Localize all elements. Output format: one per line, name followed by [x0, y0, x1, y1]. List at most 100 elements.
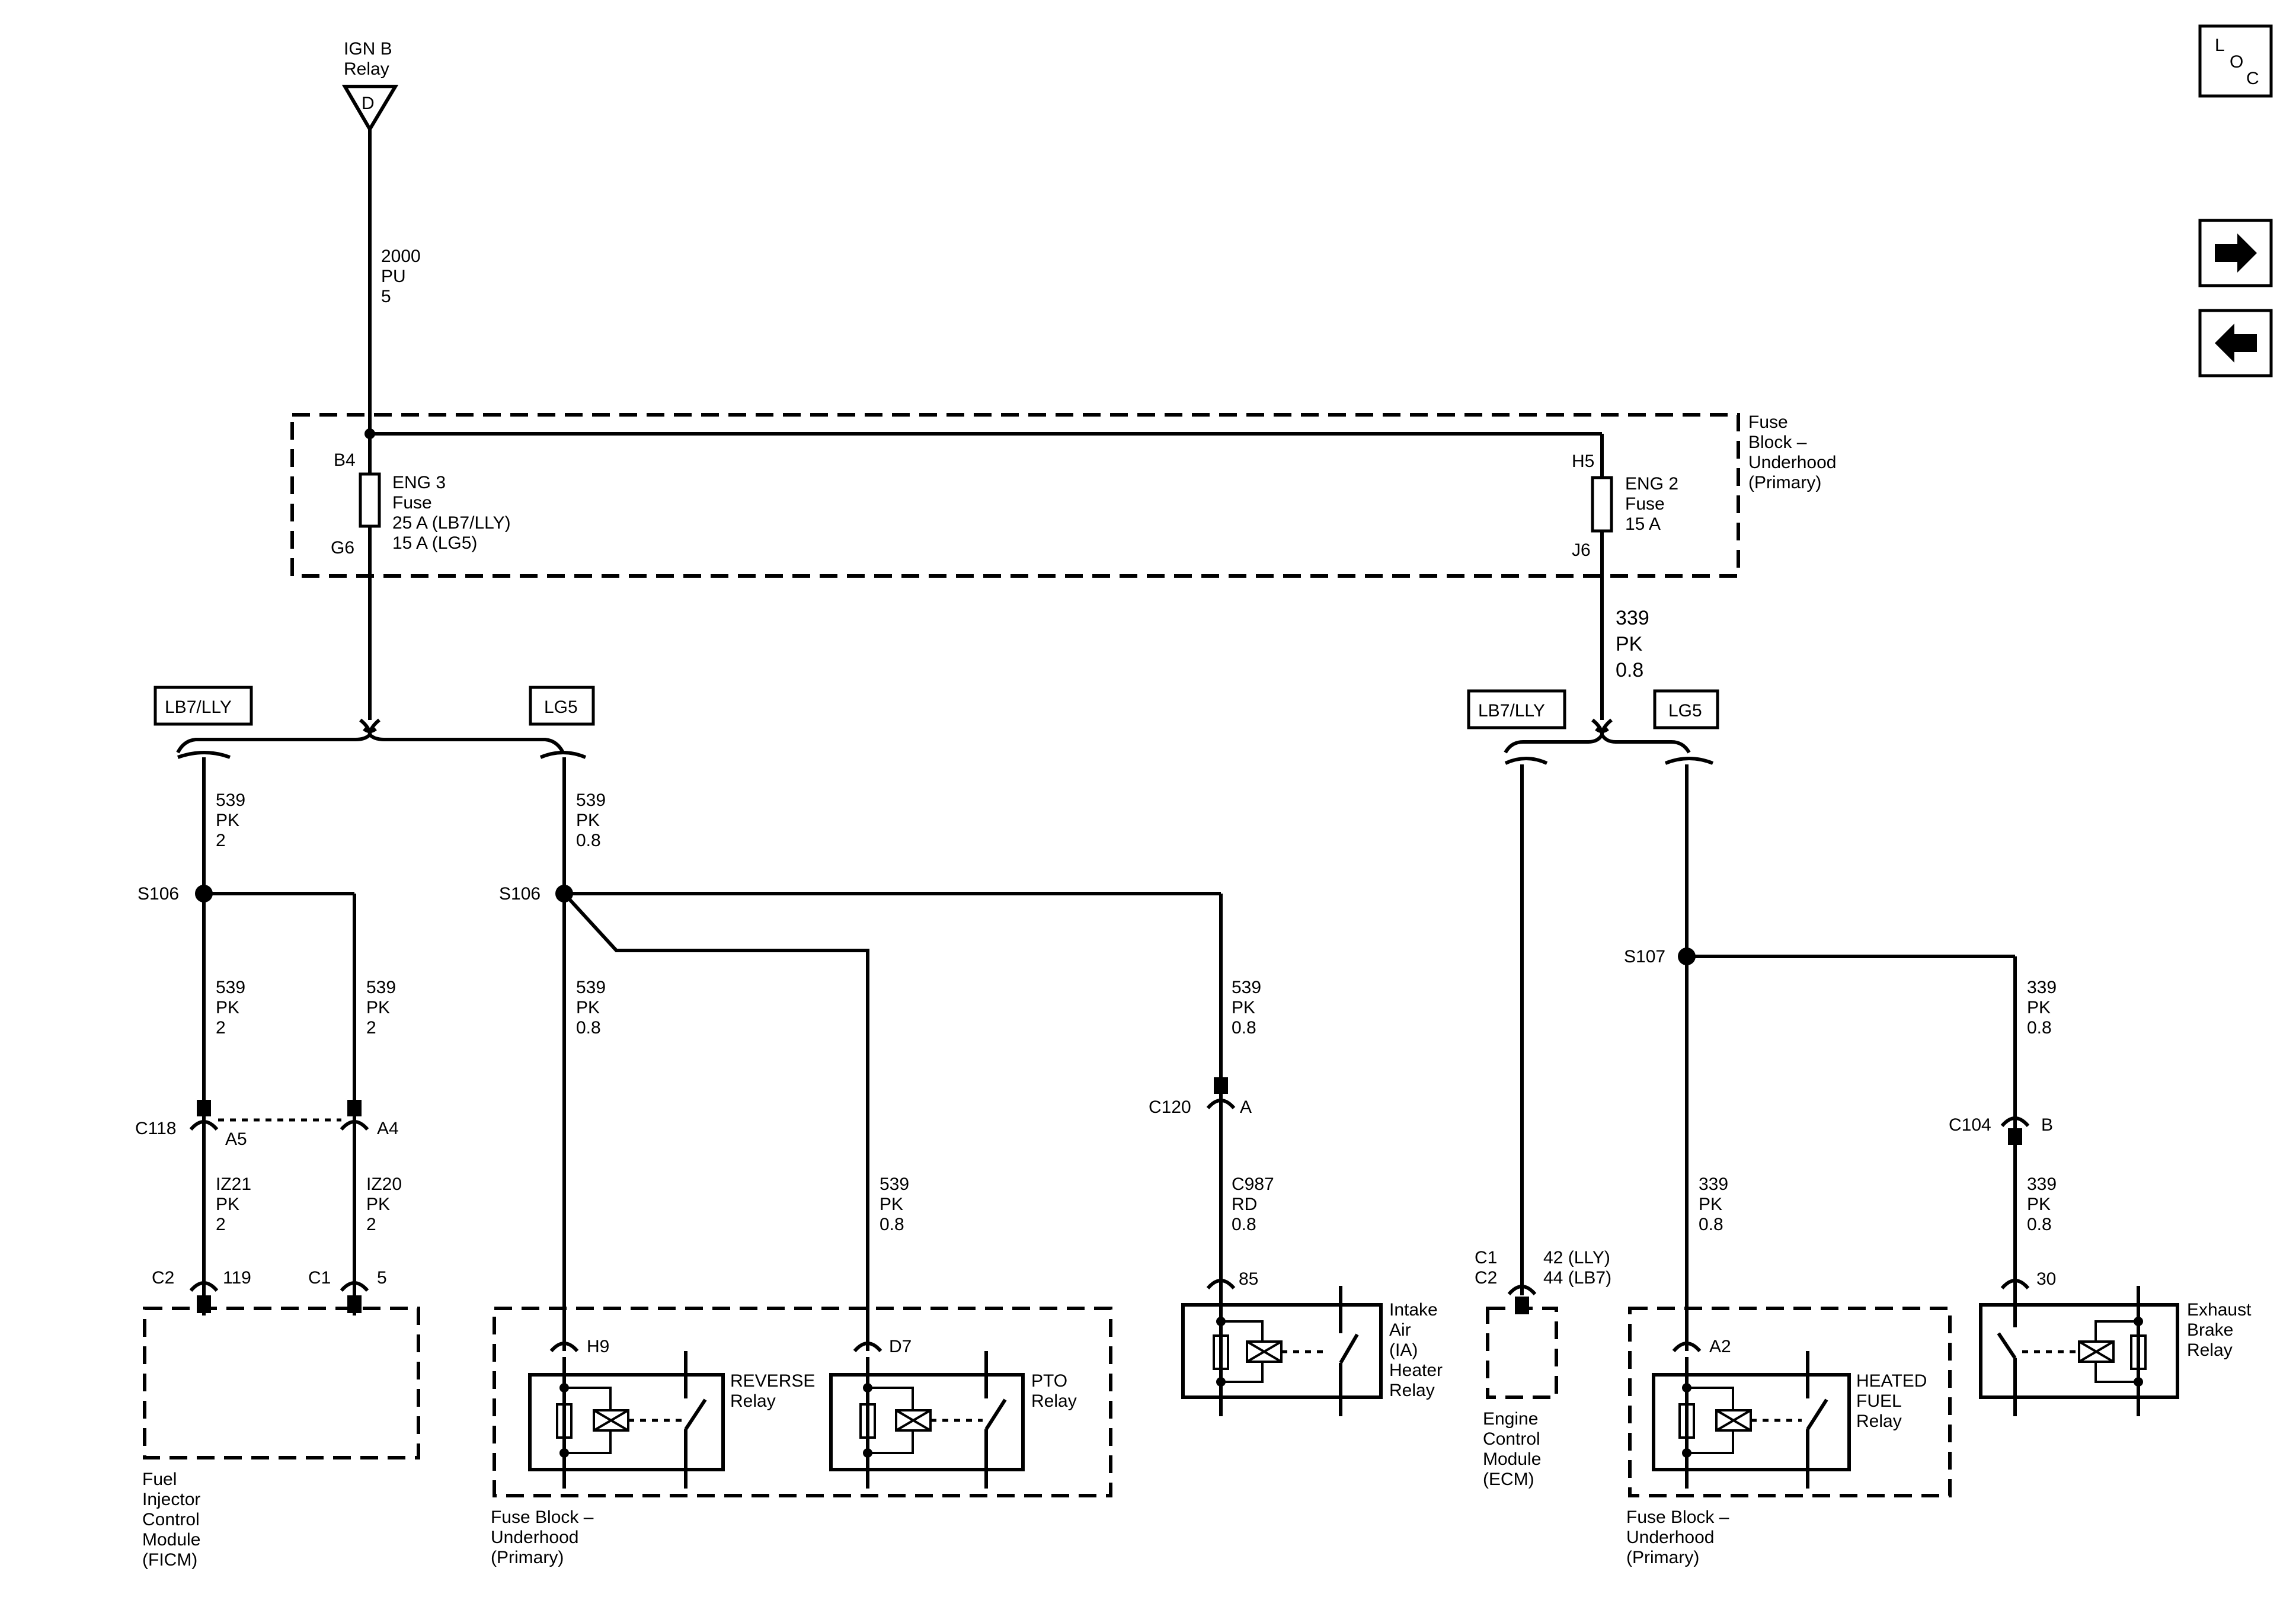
c104-male — [2008, 1128, 2022, 1145]
heated-fuel-relay-coil-leads — [1687, 1387, 1734, 1454]
option-lg5-right — [1653, 689, 1719, 729]
ficm-c1-female — [340, 1281, 369, 1292]
ia-relay-label-1: Intake — [1389, 1300, 1438, 1320]
center-wire-d-gauge: 0.8 — [1232, 1018, 1256, 1038]
center-fuse-block-label-1: Fuse Block – — [491, 1507, 594, 1527]
splice-s107-label: S107 — [1624, 947, 1665, 966]
eng3-label-2: Fuse — [392, 493, 432, 513]
loc-l: L — [2215, 36, 2225, 55]
reverse-relay-coil-leads — [564, 1387, 612, 1454]
h9-pin: H9 — [587, 1337, 609, 1356]
exhaust-brake-coil-leads — [2094, 1320, 2138, 1383]
ficm-c1-label: C1 — [308, 1268, 331, 1288]
ia-relay-resistor — [1213, 1334, 1229, 1370]
eng3-label-3: 25 A (LB7/LLY) — [392, 513, 511, 533]
ecm-c1-label: C1 — [1475, 1248, 1497, 1267]
ficm-c2-male — [197, 1295, 211, 1313]
fuse-block-primary-outline — [290, 413, 1740, 578]
exhaust-brake-label-3: Relay — [2187, 1340, 2233, 1360]
exhaust-brake-label-1: Exhaust — [2187, 1300, 2252, 1320]
heated-fuel-relay-resistor — [1678, 1403, 1695, 1439]
left-wire-c-circuit: 539 — [366, 978, 396, 997]
ign-b-triangle — [341, 85, 399, 133]
ecm-connector-female — [1507, 1285, 1537, 1296]
ign-b-label-1: IGN B — [344, 39, 392, 59]
ficm-c2-pin: 119 — [223, 1268, 251, 1288]
c104-female — [2000, 1116, 2030, 1128]
right-wire-c-gauge: 0.8 — [2027, 1215, 2052, 1234]
option-lg5-right-label: LG5 — [1668, 701, 1702, 721]
c120-label: C120 — [1149, 1097, 1191, 1117]
ia-relay-label-5: Relay — [1389, 1381, 1435, 1400]
iz21-gauge: 2 — [216, 1215, 226, 1234]
left-wire-b-circuit: 539 — [216, 978, 245, 997]
pto-relay-resistor — [859, 1403, 876, 1439]
iz21-circuit: IZ21 — [216, 1174, 251, 1194]
center-wire-a-gauge: 0.8 — [576, 831, 601, 850]
ign-b-label-2: Relay — [344, 59, 389, 79]
ia-relay-switch-arm — [1339, 1333, 1359, 1364]
next-page-button[interactable] — [2198, 219, 2273, 287]
wire-2000-color: PU — [381, 267, 406, 286]
ia-relay-label-4: Heater — [1389, 1361, 1443, 1380]
fuse-block-right-outline — [1628, 1307, 1952, 1497]
right-fuse-block-label-1: Fuse Block – — [1626, 1507, 1729, 1527]
pto-relay-label-1: PTO — [1031, 1371, 1067, 1391]
c104-label: C104 — [1949, 1115, 1991, 1135]
loc-button[interactable]: L O C — [2198, 24, 2273, 98]
ecm-label-2: Control — [1483, 1429, 1540, 1449]
exhaust-brake-node-2 — [2134, 1377, 2143, 1387]
left-wire-a-circuit: 539 — [216, 790, 245, 810]
right-fuse-block-label-2: Underhood — [1626, 1528, 1714, 1547]
center-wire-c-circuit: 539 — [880, 1174, 909, 1194]
c118-a4-female — [340, 1120, 369, 1131]
prev-page-button[interactable] — [2198, 309, 2273, 377]
eng2-pin-out: J6 — [1572, 540, 1591, 560]
loc-c: C — [2246, 69, 2259, 88]
pin-85-connector — [1206, 1279, 1236, 1290]
a2-pin: A2 — [1709, 1337, 1731, 1356]
reverse-relay-label-2: Relay — [730, 1391, 776, 1411]
c987-color: RD — [1232, 1195, 1257, 1214]
d7-connector — [853, 1342, 882, 1353]
option-lb7-lly-right-label: LB7/LLY — [1478, 701, 1545, 721]
exhaust-brake-coil-x — [2078, 1340, 2115, 1363]
center-wire-c-gauge: 0.8 — [880, 1215, 904, 1234]
eng3-pin-in: B4 — [334, 450, 356, 470]
ecm-pin-lb7: 44 (LB7) — [1543, 1268, 1611, 1288]
exhaust-brake-node-1 — [2134, 1317, 2143, 1326]
pin-30-label: 30 — [2036, 1269, 2056, 1289]
ia-relay-label-3: (IA) — [1389, 1340, 1418, 1360]
arrow-right-icon — [2215, 233, 2257, 273]
c118-a4-male — [347, 1100, 362, 1116]
c987-circuit: C987 — [1232, 1174, 1274, 1194]
right-fuse-block-label-3: (Primary) — [1626, 1548, 1699, 1567]
arrow-left-icon — [2215, 324, 2257, 363]
wire-2000-gauge: 5 — [381, 287, 391, 306]
pin-85-label: 85 — [1239, 1269, 1258, 1289]
ecm-label-3: Module — [1483, 1449, 1541, 1469]
center-wire-a-color: PK — [576, 811, 600, 830]
ia-relay-label-2: Air — [1389, 1320, 1411, 1340]
center-wire-b-circuit: 539 — [576, 978, 606, 997]
ia-relay-coil-x — [1246, 1340, 1283, 1363]
fuse-block-center-outline — [493, 1307, 1112, 1497]
option-lb7-lly-right — [1467, 689, 1566, 729]
ficm-c2-label: C2 — [152, 1268, 174, 1288]
center-wire-d-color: PK — [1232, 998, 1255, 1017]
ficm-label-3: Control — [142, 1510, 200, 1529]
ficm-c2-female — [189, 1281, 219, 1292]
reverse-relay-switch-arm — [684, 1398, 707, 1430]
h9-connector — [549, 1342, 579, 1353]
ficm-label-5: (FICM) — [142, 1550, 197, 1570]
ia-relay-box — [1181, 1303, 1383, 1399]
d7-pin: D7 — [889, 1337, 912, 1356]
center-wire-d-circuit: 539 — [1232, 978, 1261, 997]
c104-pin: B — [2041, 1115, 2053, 1135]
eng2-label-3: 15 A — [1625, 514, 1661, 534]
right-wire-b-gauge: 0.8 — [2027, 1018, 2052, 1038]
c118-pin-a4: A4 — [377, 1119, 399, 1138]
ecm-pin-lly: 42 (LLY) — [1543, 1248, 1610, 1267]
ecm-module-outline — [1486, 1307, 1558, 1399]
heated-fuel-relay-label-3: Relay — [1856, 1411, 1902, 1431]
